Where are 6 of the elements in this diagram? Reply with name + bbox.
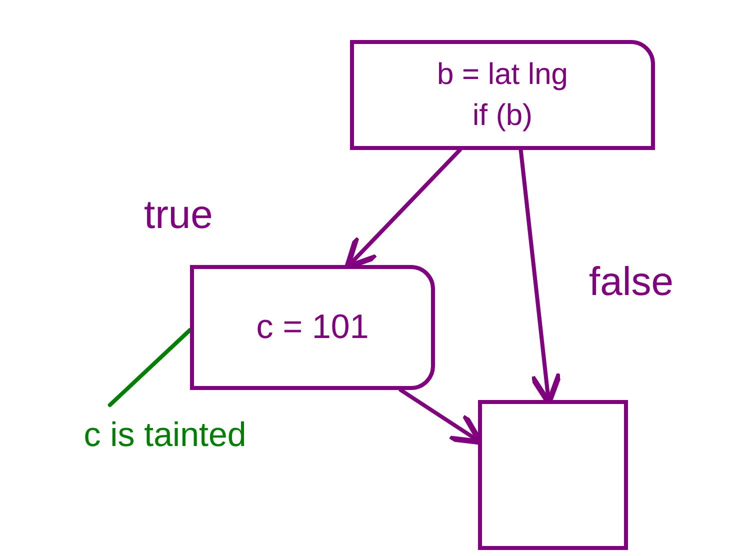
- process-box: [478, 400, 628, 550]
- code-text: if (b): [472, 98, 532, 134]
- annotation-text: c is tainted: [84, 414, 246, 456]
- code-text: c = 101: [256, 307, 369, 348]
- code-text: b = lat lng: [437, 56, 568, 92]
- leader-line: [108, 328, 192, 407]
